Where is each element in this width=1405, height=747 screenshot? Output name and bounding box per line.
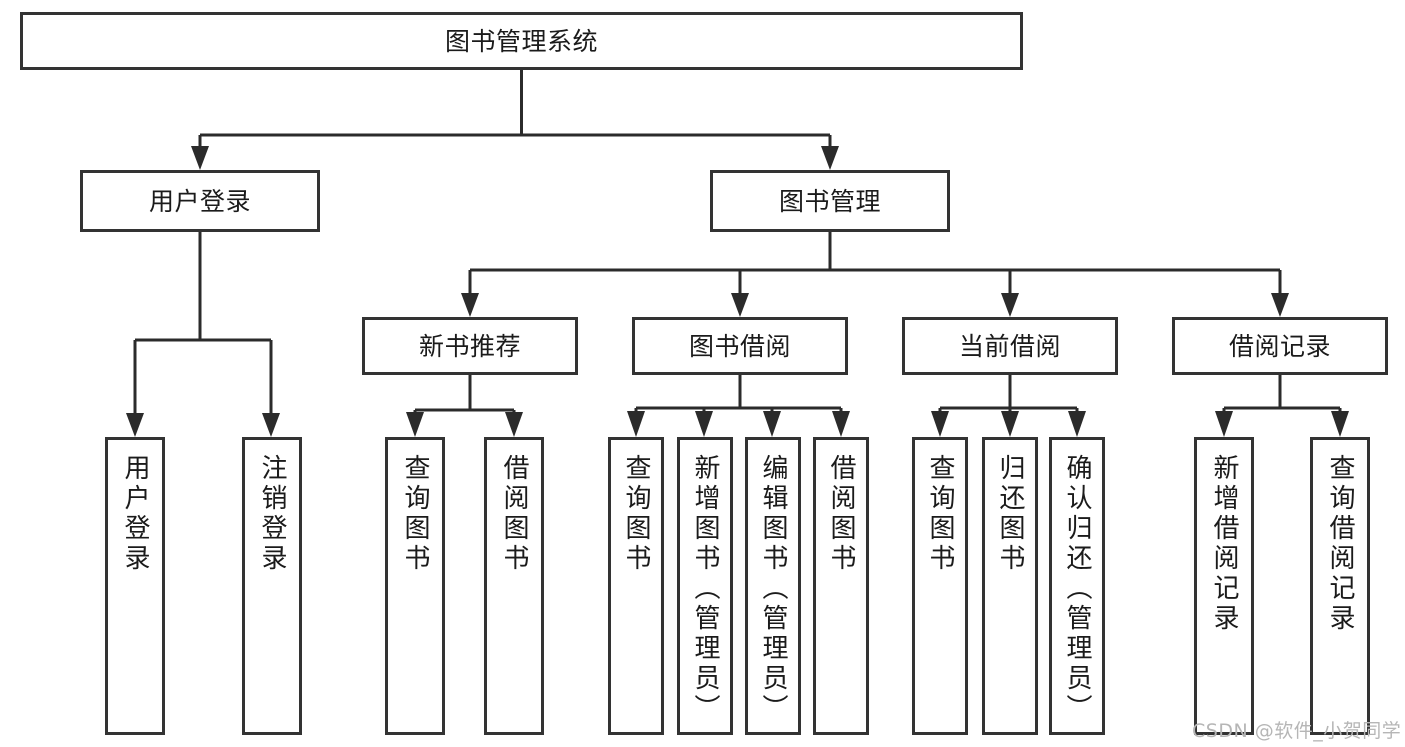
arrowhead-leaf-query-book-3	[931, 411, 949, 437]
node-book-management[interactable]: 图书管理	[710, 170, 950, 232]
node-label: 新增图书（管理员）	[690, 454, 720, 724]
node-label: 用户登录	[148, 186, 251, 216]
node-label: 图书管理	[778, 186, 881, 216]
node-current-borrow[interactable]: 当前借阅	[902, 317, 1118, 375]
node-label: 借阅记录	[1228, 331, 1331, 361]
node-label: 借阅图书	[499, 454, 529, 574]
node-label: 图书管理系统	[444, 26, 598, 56]
leaf-add-borrow-record[interactable]: 新增借阅记录	[1194, 437, 1254, 735]
node-label: 确认归还（管理员）	[1062, 454, 1092, 724]
arrowhead-leaf-query-borrow-record	[1331, 411, 1349, 437]
node-label: 借阅图书	[826, 454, 856, 574]
node-label: 查询图书	[621, 454, 651, 574]
arrowhead-leaf-add-book-admin	[695, 411, 713, 437]
arrowhead-user-login	[191, 146, 209, 170]
arrowhead-new-book-recommend	[461, 293, 479, 317]
node-root-book-management-system[interactable]: 图书管理系统	[20, 12, 1023, 70]
node-label: 注销登录	[257, 454, 287, 574]
node-label: 编辑图书（管理员）	[758, 454, 788, 724]
node-label: 查询借阅记录	[1325, 454, 1355, 634]
arrowhead-leaf-add-borrow-record	[1215, 411, 1233, 437]
leaf-borrow-book-2[interactable]: 借阅图书	[813, 437, 869, 735]
node-label: 图书借阅	[688, 331, 791, 361]
leaf-return-book[interactable]: 归还图书	[982, 437, 1038, 735]
arrowhead-leaf-return-book	[1001, 411, 1019, 437]
leaf-add-book-admin[interactable]: 新增图书（管理员）	[677, 437, 733, 735]
arrowhead-book-borrow	[731, 293, 749, 317]
node-label: 新增借阅记录	[1209, 454, 1239, 634]
arrowhead-leaf-query-book-1	[406, 412, 424, 437]
node-label: 查询图书	[400, 454, 430, 574]
arrowhead-leaf-edit-book-admin	[763, 411, 781, 437]
node-label: 新书推荐	[418, 331, 521, 361]
arrowhead-leaf-logout-login	[262, 413, 280, 437]
node-book-borrow[interactable]: 图书借阅	[632, 317, 848, 375]
leaf-logout-login[interactable]: 注销登录	[242, 437, 302, 735]
node-new-book-recommend[interactable]: 新书推荐	[362, 317, 578, 375]
arrowhead-leaf-borrow-book-2	[832, 411, 850, 437]
leaf-edit-book-admin[interactable]: 编辑图书（管理员）	[745, 437, 801, 735]
arrowhead-leaf-confirm-return-admin	[1068, 411, 1086, 437]
node-label: 归还图书	[995, 454, 1025, 574]
node-label: 查询图书	[925, 454, 955, 574]
leaf-borrow-book-1[interactable]: 借阅图书	[484, 437, 544, 735]
node-label: 用户登录	[120, 454, 150, 574]
arrowhead-book-management	[821, 146, 839, 170]
arrowhead-borrow-record	[1271, 293, 1289, 317]
leaf-query-book-3[interactable]: 查询图书	[912, 437, 968, 735]
leaf-query-book-1[interactable]: 查询图书	[385, 437, 445, 735]
node-user-login[interactable]: 用户登录	[80, 170, 320, 232]
node-borrow-record[interactable]: 借阅记录	[1172, 317, 1388, 375]
arrowhead-current-borrow	[1001, 293, 1019, 317]
leaf-confirm-return-admin[interactable]: 确认归还（管理员）	[1049, 437, 1105, 735]
arrowhead-leaf-user-login	[126, 413, 144, 437]
leaf-query-book-2[interactable]: 查询图书	[608, 437, 664, 735]
leaf-user-login[interactable]: 用户登录	[105, 437, 165, 735]
leaf-query-borrow-record[interactable]: 查询借阅记录	[1310, 437, 1370, 735]
node-label: 当前借阅	[958, 331, 1061, 361]
arrowhead-leaf-borrow-book-1	[505, 412, 523, 437]
arrowhead-leaf-query-book-2	[627, 411, 645, 437]
